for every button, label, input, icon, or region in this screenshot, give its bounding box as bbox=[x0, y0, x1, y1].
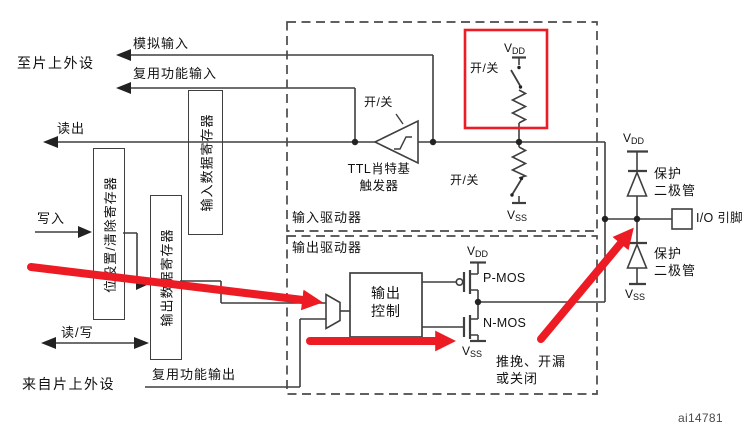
vss-label-pulldown: VSS bbox=[507, 208, 528, 223]
pulldown-resistor bbox=[510, 142, 528, 205]
read-label: 读出 bbox=[57, 121, 86, 136]
output-driver-title: 输出驱动器 bbox=[292, 240, 363, 255]
lower-protection-diode-label: 保护 二极管 bbox=[654, 246, 697, 278]
analog-input-label: 模拟输入 bbox=[133, 36, 190, 51]
input-driver-box bbox=[286, 21, 598, 232]
lower-diode-icon bbox=[626, 242, 648, 269]
pullup-switch-label: 开/关 bbox=[470, 61, 499, 75]
read-write-label: 读/写 bbox=[61, 325, 94, 340]
pullup-resistor bbox=[510, 56, 528, 142]
schmitt-trigger bbox=[373, 113, 419, 165]
pmos-transistor bbox=[455, 261, 486, 302]
af-input-wire bbox=[130, 87, 356, 142]
io-pin-square bbox=[671, 208, 693, 230]
outreg-mux-wire bbox=[180, 280, 326, 304]
vdd-label-pullup: VDD bbox=[504, 41, 526, 56]
upper-diode-icon bbox=[626, 170, 648, 197]
hysteresis-icon bbox=[394, 136, 412, 150]
af-output-label: 复用功能输出 bbox=[152, 367, 237, 382]
output-data-register: 输出数据寄存器 bbox=[150, 195, 182, 360]
to-onchip-peripherals-label: 至片上外设 bbox=[17, 55, 95, 71]
protection-diodes bbox=[626, 150, 648, 286]
upper-protection-diode-label: 保护 二极管 bbox=[654, 166, 697, 198]
vss-label-nmos: VSS bbox=[462, 344, 483, 359]
vss-label-diode: VSS bbox=[625, 287, 646, 302]
vdd-label-diode: VDD bbox=[623, 131, 645, 146]
vdd-label-pmos: VDD bbox=[467, 244, 489, 259]
from-onchip-peripherals-label: 来自片上外设 bbox=[22, 376, 115, 392]
pulldown-switch-label: 开/关 bbox=[450, 173, 479, 187]
schmitt-switch-label: 开/关 bbox=[364, 95, 393, 109]
drive-mode-label: 推挽、开漏 或关闭 bbox=[496, 354, 567, 386]
nmos-label: N-MOS bbox=[483, 316, 527, 330]
input-driver-title: 输入驱动器 bbox=[292, 210, 363, 225]
mux-icon bbox=[325, 293, 341, 330]
bitreg-step-wire bbox=[123, 232, 138, 284]
schmitt-name-label: TTL肖特基 触发器 bbox=[347, 162, 411, 193]
bit-set-clear-register: 位设置/清除寄存器 bbox=[93, 148, 125, 320]
input-data-register-label: 输入数据寄存器 bbox=[199, 113, 215, 212]
write-label: 写入 bbox=[37, 211, 66, 226]
output-data-register-label: 输出数据寄存器 bbox=[159, 228, 175, 327]
input-data-register: 输入数据寄存器 bbox=[188, 90, 223, 235]
figure-id: ai14781 bbox=[678, 411, 723, 425]
bit-set-clear-register-label: 位设置/清除寄存器 bbox=[102, 175, 118, 293]
pmos-label: P-MOS bbox=[483, 271, 526, 285]
annotation-arrow-to-io-pin bbox=[537, 227, 634, 343]
output-control-label: 输出 控制 bbox=[371, 285, 401, 319]
af-input-label: 复用功能输入 bbox=[133, 66, 218, 81]
io-pin-label: I/O 引脚 bbox=[696, 211, 743, 225]
